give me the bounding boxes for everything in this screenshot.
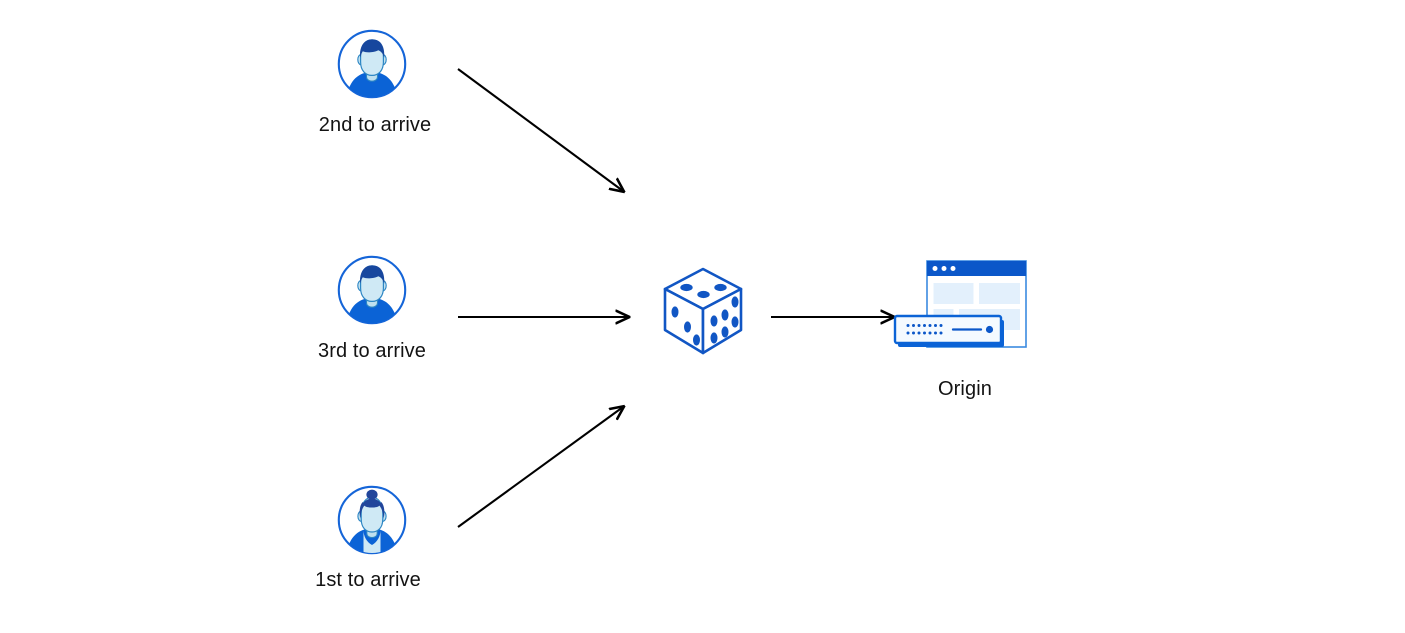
randomizer-node [660,265,746,362]
arrow-first-to-dice [457,407,623,528]
router-device-icon [893,314,1004,347]
user-avatar-male-icon [337,29,407,99]
visitor-first-avatar [336,484,408,561]
visitor-second-avatar [336,28,408,105]
visitor-third-avatar [336,254,408,331]
dice-icon [663,267,743,355]
visitor-second-label: 2nd to arrive [318,114,432,136]
origin-label: Origin [938,378,992,400]
origin-server-icon [893,260,1027,348]
visitor-third-label: 3rd to arrive [317,340,426,362]
user-avatar-male-icon [337,255,407,325]
visitor-first-label: 1st to arrive [315,569,421,591]
user-avatar-female-icon [337,485,407,555]
origin-node [893,258,1035,373]
